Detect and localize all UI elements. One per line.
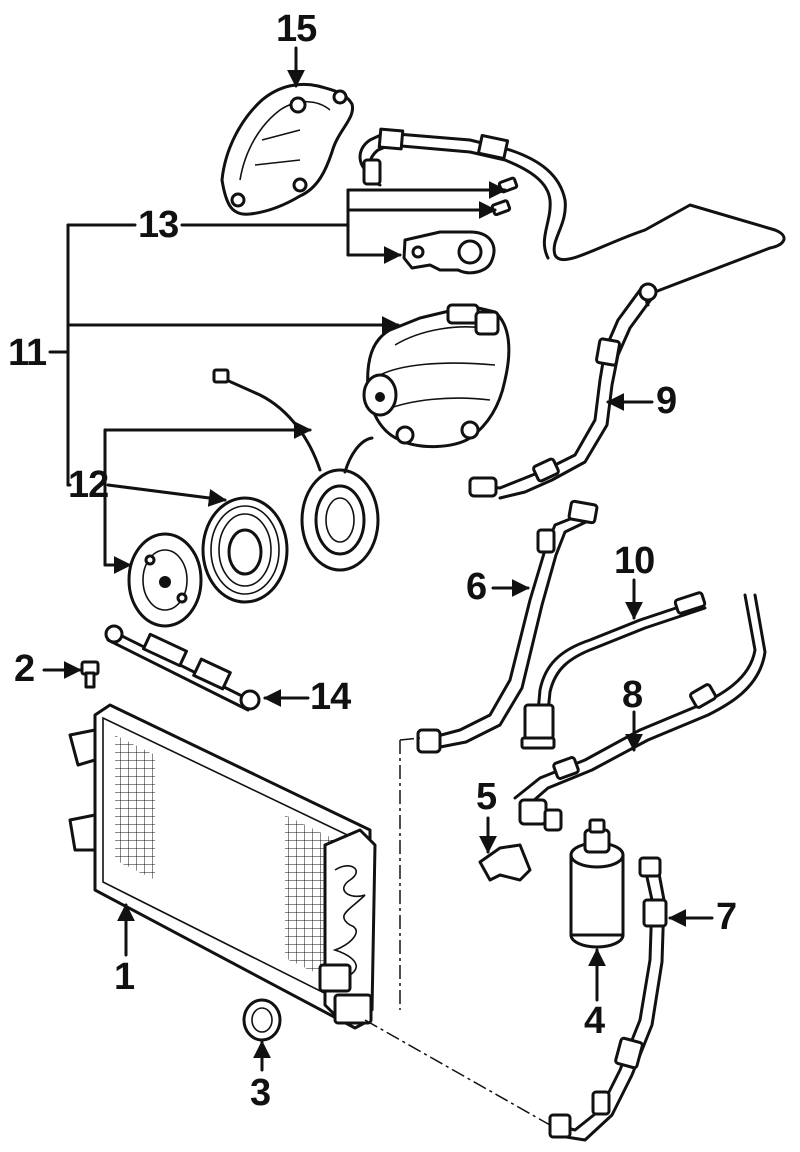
liquid-line (104, 624, 261, 712)
label-11: 11 (8, 332, 47, 374)
label-14: 14 (310, 676, 351, 718)
label-10: 10 (614, 540, 655, 582)
label-8: 8 (622, 674, 643, 716)
grommet (242, 998, 282, 1042)
label-6: 6 (466, 566, 487, 608)
condenser (68, 703, 377, 1030)
label-7: 7 (716, 896, 737, 938)
compressor (362, 303, 511, 449)
upper-discharge-hose (358, 127, 786, 307)
label-5: 5 (476, 776, 497, 818)
clutch-field-coil (212, 368, 380, 572)
label-1: 1 (114, 956, 135, 998)
label-13: 13 (138, 204, 179, 246)
label-4: 4 (584, 1000, 605, 1042)
label-2: 2 (14, 648, 35, 690)
bolt (80, 660, 100, 689)
clutch-hub (127, 532, 203, 628)
pressure-switch-line (520, 591, 707, 750)
suction-hose (468, 282, 658, 500)
fittings-and-bracket (402, 176, 519, 275)
label-9: 9 (656, 380, 677, 422)
label-3: 3 (250, 1072, 271, 1114)
discharge-line (416, 499, 599, 754)
receiver-drier (569, 818, 625, 949)
connection-lines (364, 737, 551, 1126)
clutch-pulley (201, 496, 289, 604)
condenser-outlet-line (548, 856, 668, 1142)
compressor-housing-cover (220, 82, 355, 216)
label-12: 12 (68, 464, 109, 506)
label-15: 15 (276, 8, 317, 50)
leader-lines (42, 46, 714, 1072)
